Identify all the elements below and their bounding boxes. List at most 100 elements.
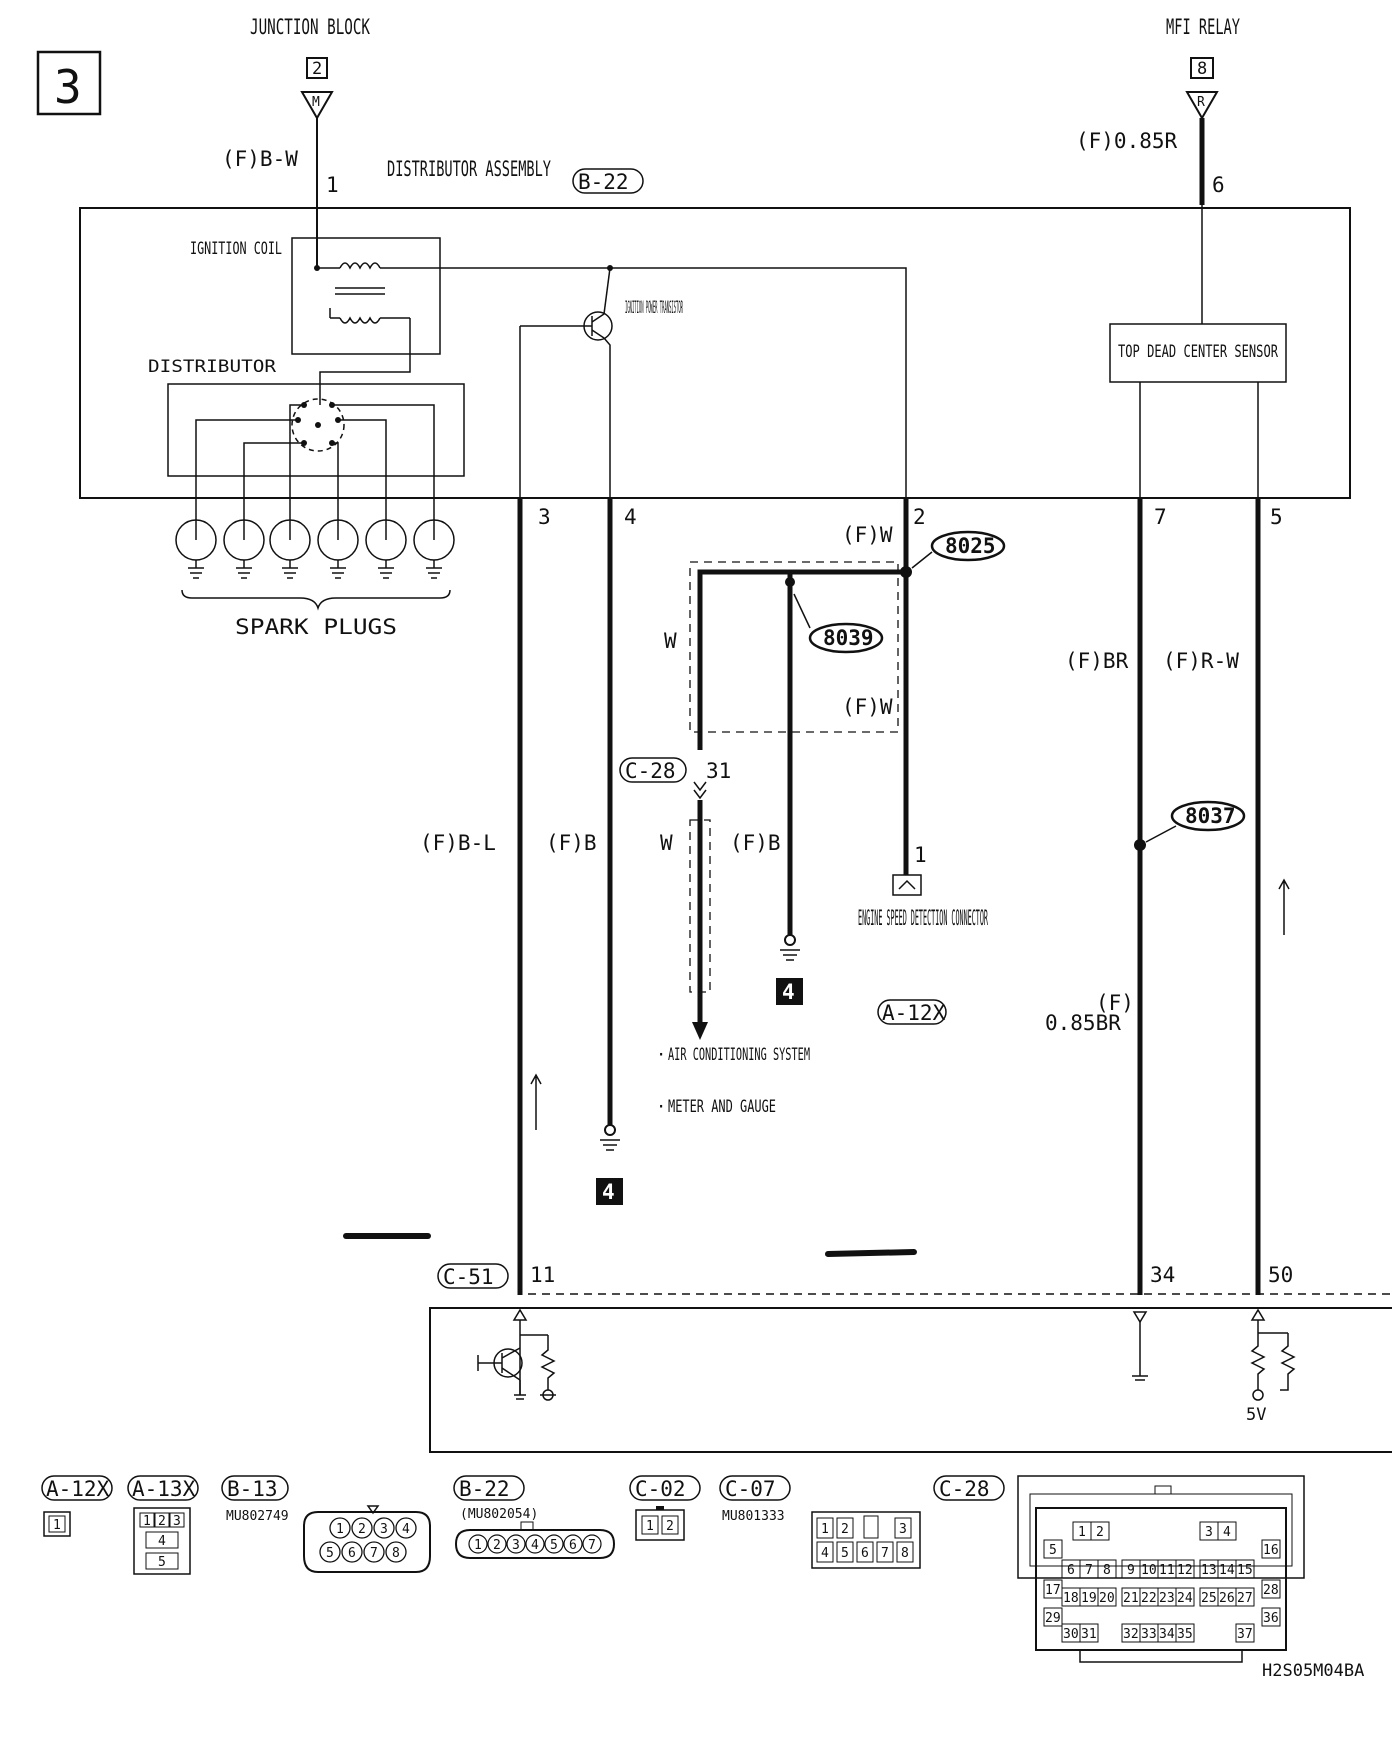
legend-c28-pin-cell xyxy=(1235,1559,1255,1579)
top-dead-center-sensor: TOP DEAD CENTER SENSOR xyxy=(1109,205,1287,498)
distributor-assembly-title: DISTRIBUTOR ASSEMBLY xyxy=(387,157,551,181)
legend-a13x: A-13X 1 2 3 4 5 xyxy=(127,1475,199,1575)
ground-marker-1: 4 xyxy=(776,978,803,1005)
ecu-voltage-label: 5V xyxy=(1246,1405,1266,1425)
legend-c28-label: C-28 xyxy=(939,1477,990,1501)
ground-marker-2: 4 xyxy=(596,1178,623,1205)
legend-c28-pin-cell xyxy=(1175,1587,1195,1607)
wire-label-085br: 0.85BR xyxy=(1045,1011,1121,1035)
legend-a13x-label: A-13X xyxy=(132,1477,196,1501)
legend-a13x-pin: 5 xyxy=(158,1555,166,1570)
spark-plug xyxy=(413,519,455,579)
legend-a12x: A-12X 1 xyxy=(41,1475,113,1537)
splice-8025-label: 8025 xyxy=(945,534,996,558)
legend-b22-pin: 6 xyxy=(569,1538,577,1553)
wire-label-br: (F)BR xyxy=(1065,649,1129,673)
legend-b22: B-22 (MU802054) 1 2 3 4 5 6 7 xyxy=(453,1475,616,1559)
legend-c28-pin: 26 xyxy=(1219,1591,1235,1606)
legend-c28-pin: 3 xyxy=(1205,1525,1213,1540)
legend-c28-pin: 27 xyxy=(1237,1591,1253,1606)
legend-c28-pin-cell xyxy=(1097,1587,1117,1607)
legend-c28-pin: 23 xyxy=(1159,1591,1175,1606)
junction-block-title: JUNCTION BLOCK xyxy=(250,15,370,39)
legend-c28-pin: 15 xyxy=(1237,1563,1253,1578)
ground-marker-2-label: 4 xyxy=(602,1180,615,1204)
legend-c28-pin: 7 xyxy=(1085,1563,1093,1578)
ecu-input-34 xyxy=(1132,1311,1148,1381)
destination-meter-gauge: METER AND GAUGE xyxy=(668,1097,776,1117)
connector-b22-label: B-22 xyxy=(578,170,629,194)
legend-c28-pin-cell xyxy=(1235,1623,1255,1643)
legend-c28-pin: 12 xyxy=(1177,1563,1193,1578)
wire-label-w-lower: W xyxy=(660,831,673,855)
wire-label-r-w: (F)R-W xyxy=(1163,649,1239,673)
legend-b13-pin: 4 xyxy=(402,1522,410,1537)
wire-label-w-shield: W xyxy=(664,629,677,653)
legend-b13-pin: 5 xyxy=(326,1546,334,1561)
legend-c28-pin: 34 xyxy=(1159,1627,1175,1642)
legend-c28-pin: 37 xyxy=(1237,1627,1253,1642)
legend-c28-pin: 8 xyxy=(1103,1563,1111,1578)
spark-plug xyxy=(223,519,265,579)
legend-c28-pin: 36 xyxy=(1263,1611,1279,1626)
connector-b22-tag: B-22 xyxy=(572,168,644,194)
legend-c28-pin-cell xyxy=(1261,1607,1281,1627)
legend-a13x-pin: 4 xyxy=(158,1534,166,1549)
mfi-relay-terminal: R xyxy=(1197,95,1205,110)
shield-lower xyxy=(689,819,711,993)
legend-c28-pin: 31 xyxy=(1081,1627,1097,1642)
spark-plug xyxy=(269,519,311,579)
splice-8037-label: 8037 xyxy=(1185,804,1236,828)
spark-plug xyxy=(175,519,217,579)
distributor-label: DISTRIBUTOR xyxy=(148,357,277,377)
mfi-relay: MFI RELAY 8 R xyxy=(1166,15,1240,121)
spark-plugs-label: SPARK PLUGS xyxy=(235,615,397,639)
legend-c28-pin-cell xyxy=(1261,1539,1281,1559)
bullet-2: · xyxy=(656,1097,666,1117)
splice-8037-dot xyxy=(1134,839,1146,851)
legend-c07-pin: 4 xyxy=(821,1546,829,1561)
distributor: DISTRIBUTOR xyxy=(148,357,465,540)
legend-c28-pin: 14 xyxy=(1219,1563,1235,1578)
legend-b22-pin: 2 xyxy=(493,1538,501,1553)
wire-label-f-br: (F) xyxy=(1096,991,1134,1015)
pin-label-3: 3 xyxy=(538,505,551,529)
legend-c28-pin: 17 xyxy=(1045,1583,1061,1598)
legend-c07-pin: 2 xyxy=(841,1522,849,1537)
legend-c28-pin: 5 xyxy=(1049,1543,1057,1558)
legend-c02-label: C-02 xyxy=(635,1477,686,1501)
legend-c28-pin: 28 xyxy=(1263,1583,1279,1598)
mfi-relay-connector: 8 xyxy=(1197,59,1207,79)
legend-b13-pin: 3 xyxy=(380,1522,388,1537)
legend-c02: C-02 1 2 xyxy=(629,1475,701,1541)
shield-upper xyxy=(689,561,899,733)
wire-label-w-mid: (F)W xyxy=(842,695,893,719)
pin-label-4: 4 xyxy=(624,505,637,529)
ecu-input-50: 5V xyxy=(1246,1308,1296,1425)
legend-a12x-label: A-12X xyxy=(46,1477,110,1501)
legend-c28-pin: 33 xyxy=(1141,1627,1157,1642)
legend-b22-part: (MU802054) xyxy=(460,1507,538,1522)
legend-c07-label: C-07 xyxy=(725,1477,776,1501)
tdc-sensor-label: TOP DEAD CENTER SENSOR xyxy=(1118,342,1279,362)
ecu-input-11 xyxy=(477,1308,556,1401)
legend-c02-pin: 1 xyxy=(646,1519,654,1534)
legend-c07: C-07 MU801333 1 2 3 4 5 6 7 8 xyxy=(719,1475,921,1569)
legend-c28-pin: 21 xyxy=(1123,1591,1139,1606)
legend-a12x-pin: 1 xyxy=(53,1518,61,1533)
legend-c28-pin: 18 xyxy=(1063,1591,1079,1606)
legend-b22-pin: 7 xyxy=(588,1538,596,1553)
legend-a13x-pin: 3 xyxy=(173,1514,181,1529)
legend-b13-pin: 8 xyxy=(392,1546,400,1561)
connector-c51-tag: C-51 xyxy=(437,1263,509,1289)
ignition-coil-label: IGNITION COIL xyxy=(190,239,282,259)
legend-c07-pin: 3 xyxy=(899,1522,907,1537)
junction-block: JUNCTION BLOCK 2 M xyxy=(250,15,370,121)
legend-c28-pin: 29 xyxy=(1045,1611,1061,1626)
legend-c28-pin-cell xyxy=(1043,1539,1063,1559)
pin-label-esd-1: 1 xyxy=(914,843,927,867)
junction-block-terminal: M xyxy=(312,95,320,110)
wire-label-b: (F)B xyxy=(546,831,597,855)
